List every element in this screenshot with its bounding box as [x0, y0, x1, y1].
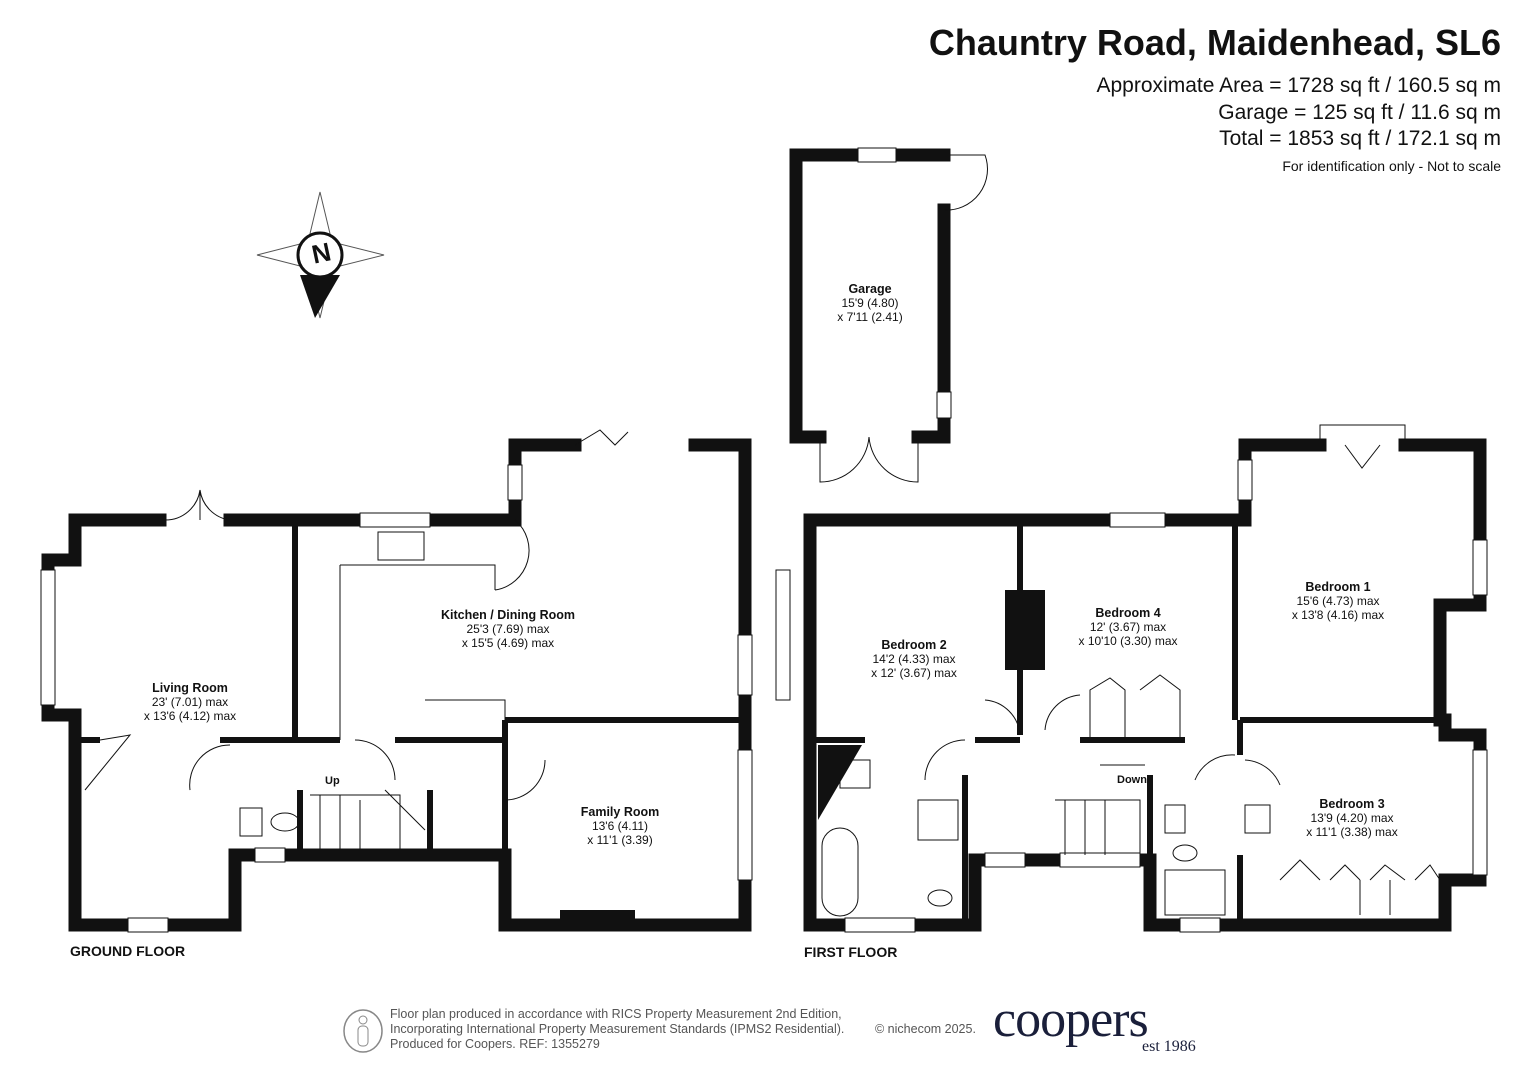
- first-floor-walls: [775, 424, 1488, 933]
- room-dimension: 13'9 (4.20) max: [1310, 811, 1394, 825]
- footer-line: Floor plan produced in accordance with R…: [390, 1007, 842, 1021]
- coopers-logo: coopers: [993, 991, 1149, 1048]
- room-dimension: x 11'1 (3.39): [587, 833, 653, 847]
- room-name: Garage: [848, 282, 892, 296]
- copyright: © nichecom 2025.: [875, 1022, 976, 1036]
- room-name: Kitchen / Dining Room: [440, 608, 576, 622]
- ground-floor-walls: [40, 429, 753, 933]
- room-dimension: x 7'11 (2.41): [837, 310, 903, 324]
- room-dimension: x 15'5 (4.69) max: [461, 636, 555, 650]
- room-dimension: x 13'8 (4.16) max: [1291, 608, 1385, 622]
- room-bedroom-1: Bedroom 1 15'6 (4.73) max x 13'8 (4.16) …: [1292, 580, 1384, 622]
- garage-area: Garage = 125 sq ft / 11.6 sq m: [1218, 101, 1501, 124]
- room-dimension: 15'6 (4.73) max: [1296, 594, 1380, 608]
- first-floor-label: FIRST FLOOR: [804, 944, 898, 960]
- room-dimension: x 10'10 (3.30) max: [1078, 634, 1178, 648]
- room-dimension: 25'3 (7.69) max: [466, 622, 550, 636]
- ipms-person-icon: [343, 1009, 383, 1053]
- room-living-room: Living Room 23' (7.01) max x 13'6 (4.12)…: [144, 681, 236, 723]
- room-name: Bedroom 3: [1319, 797, 1385, 811]
- footer-line: Incorporating International Property Mea…: [390, 1022, 845, 1036]
- logo-tagline: est 1986: [1142, 1038, 1196, 1055]
- compass-icon: [256, 191, 385, 319]
- footer-disclaimer: Floor plan produced in accordance with R…: [390, 1007, 844, 1052]
- room-name: Living Room: [152, 681, 228, 695]
- room-dimension: 15'9 (4.80): [841, 296, 899, 310]
- room-name: Bedroom 4: [1095, 606, 1161, 620]
- property-title: Chauntry Road, Maidenhead, SL6: [928, 22, 1501, 63]
- room-garage: Garage 15'9 (4.80) x 7'11 (2.41): [837, 282, 902, 324]
- room-dimension: 13'6 (4.11): [591, 819, 649, 833]
- room-bedroom-3: Bedroom 3 13'9 (4.20) max x 11'1 (3.38) …: [1306, 797, 1397, 839]
- room-dimension: 14'2 (4.33) max: [872, 652, 956, 666]
- footer-line: Produced for Coopers. REF: 1355279: [390, 1037, 600, 1051]
- room-name: Bedroom 1: [1305, 580, 1371, 594]
- total-area: Total = 1853 sq ft / 172.1 sq m: [1219, 127, 1501, 150]
- room-bedroom-2: Bedroom 2 14'2 (4.33) max x 12' (3.67) m…: [871, 638, 957, 680]
- ground-floor-label: GROUND FLOOR: [70, 943, 186, 959]
- garage-walls: [789, 147, 988, 483]
- stairs-up-label: Up: [325, 775, 340, 787]
- room-bedroom-4: Bedroom 4 12' (3.67) max x 10'10 (3.30) …: [1078, 606, 1177, 648]
- room-dimension: x 13'6 (4.12) max: [143, 709, 237, 723]
- approximate-area: Approximate Area = 1728 sq ft / 160.5 sq…: [1096, 74, 1502, 97]
- room-kitchen-dining: Kitchen / Dining Room 25'3 (7.69) max x …: [441, 608, 575, 650]
- room-dimension: 12' (3.67) max: [1089, 620, 1167, 634]
- room-family-room: Family Room 13'6 (4.11) x 11'1 (3.39): [581, 805, 660, 847]
- stairs-down-label: Down: [1117, 774, 1147, 786]
- room-dimension: x 12' (3.67) max: [871, 666, 957, 680]
- scale-note: For identification only - Not to scale: [1282, 158, 1501, 174]
- room-dimension: x 11'1 (3.38) max: [1306, 825, 1398, 839]
- room-name: Family Room: [580, 805, 660, 819]
- room-name: Bedroom 2: [881, 638, 947, 652]
- room-dimension: 23' (7.01) max: [151, 695, 229, 709]
